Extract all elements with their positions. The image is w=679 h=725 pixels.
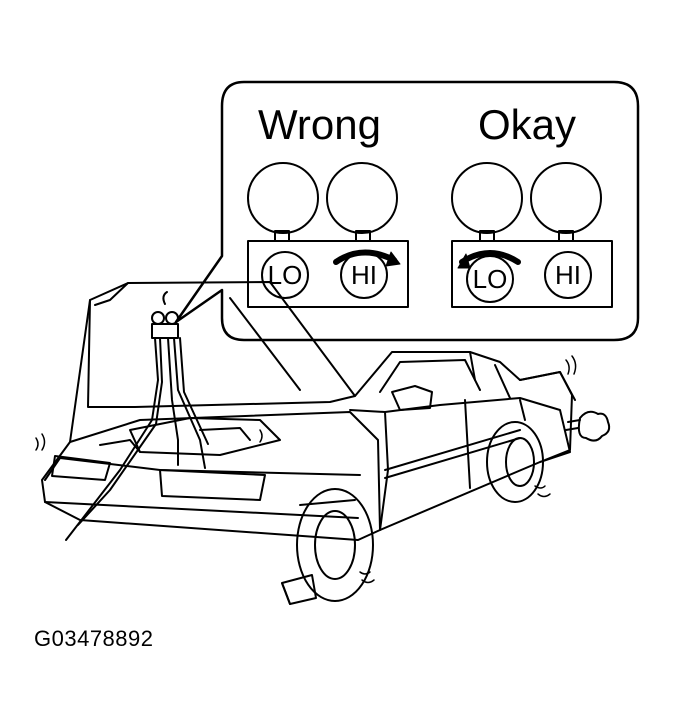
gauge-set-wrong [248, 163, 408, 307]
hose-left [66, 338, 158, 540]
wrong-heading: Wrong [258, 101, 381, 148]
hose-right [174, 338, 205, 468]
exhaust-puff [566, 412, 609, 441]
callout-bubble [176, 82, 638, 340]
okay-manifold-body [452, 241, 612, 307]
car-front [42, 412, 380, 540]
car-headlight-left [52, 456, 110, 480]
wrong-manifold-body [248, 241, 408, 307]
car-rear-wheel [487, 422, 543, 502]
wrong-high-pressure-gauge [327, 163, 397, 233]
curved-arrow-icon [336, 252, 394, 262]
okay-hi-valve-label: HI [555, 260, 581, 290]
figure-code: G03478892 [34, 626, 154, 651]
okay-hi-valve [545, 252, 591, 298]
car-headlight-right [160, 470, 265, 500]
car-front-wheel [297, 489, 373, 601]
wrong-lo-valve-label: LO [267, 260, 303, 290]
car-illustration [36, 282, 609, 604]
okay-high-pressure-gauge [531, 163, 601, 233]
okay-lo-valve-label: LO [472, 264, 508, 294]
car-rear [520, 372, 572, 460]
gauge-set-okay [452, 163, 612, 307]
wrong-hi-valve-label: HI [351, 260, 377, 290]
vibration-marks [36, 356, 576, 583]
okay-heading: Okay [478, 101, 577, 148]
wrong-lo-valve [262, 252, 308, 298]
car-side [350, 398, 570, 530]
hose-center [168, 338, 178, 465]
car-mirror [392, 386, 432, 410]
car-hood [88, 282, 355, 407]
wrong-low-pressure-gauge [248, 163, 318, 233]
manifold-gauge-set [66, 292, 208, 540]
okay-low-pressure-gauge [452, 163, 522, 233]
